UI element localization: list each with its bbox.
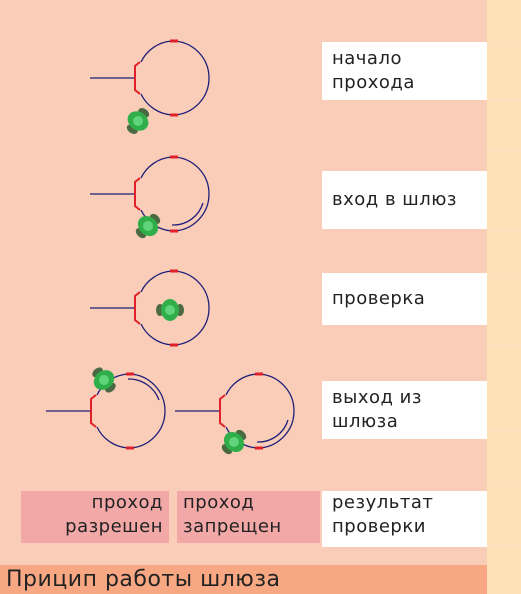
result-allowed: проход разрешен	[21, 491, 169, 543]
result-label: результат проверки	[322, 491, 487, 547]
gate-step-start	[90, 39, 210, 134]
step-label-start: начало проход­а	[322, 42, 487, 100]
side-stripe	[487, 0, 521, 594]
gate-step-check	[90, 269, 210, 347]
step-label-check: проверка	[322, 273, 487, 325]
person-icon	[135, 213, 161, 239]
person-icon	[156, 299, 184, 321]
person-icon	[92, 367, 116, 393]
diagram-title: Прицип работы шлюза	[0, 565, 487, 594]
result-denied: проход запрещен	[177, 491, 320, 543]
step-label-exit: выход из шлюза	[322, 381, 487, 439]
step-label-enter: вход в шлюз	[322, 171, 487, 229]
gate-step-enter	[90, 155, 210, 239]
gate-step-exit-allowed	[46, 367, 166, 450]
person-icon	[126, 108, 150, 134]
stripe-divider-lines	[487, 44, 521, 546]
gate-step-exit-denied	[175, 372, 295, 455]
person-icon	[221, 429, 247, 455]
